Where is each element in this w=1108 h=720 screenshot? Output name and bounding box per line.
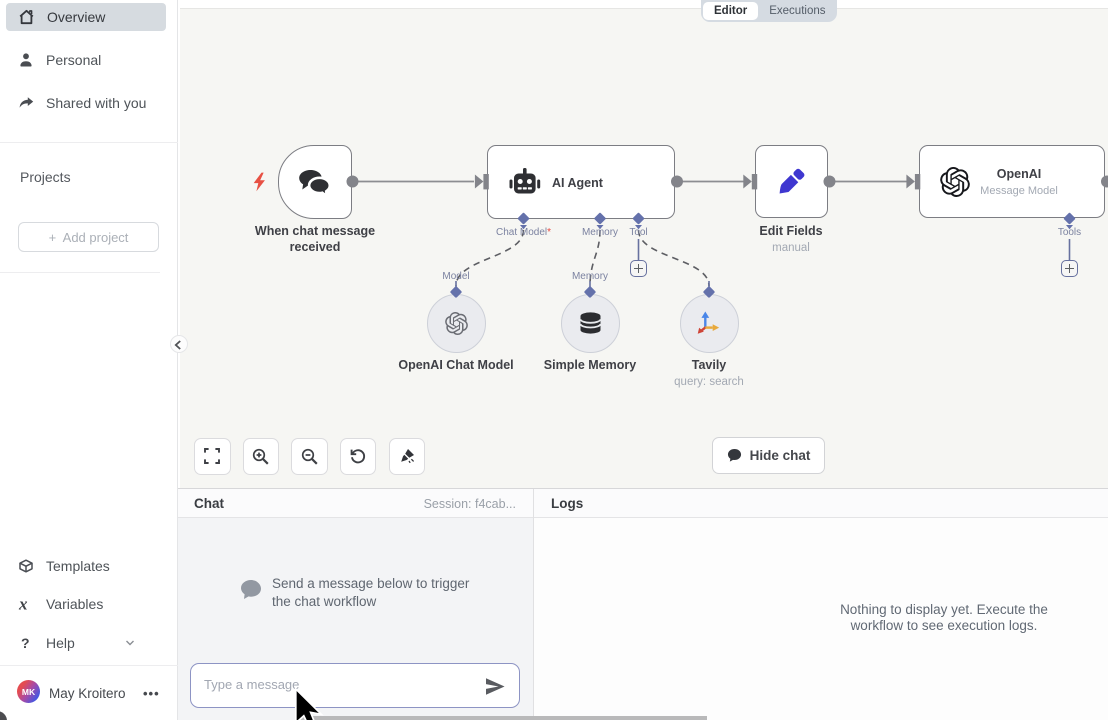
svg-text:?: ? <box>21 635 30 651</box>
svg-text:x: x <box>18 596 28 612</box>
